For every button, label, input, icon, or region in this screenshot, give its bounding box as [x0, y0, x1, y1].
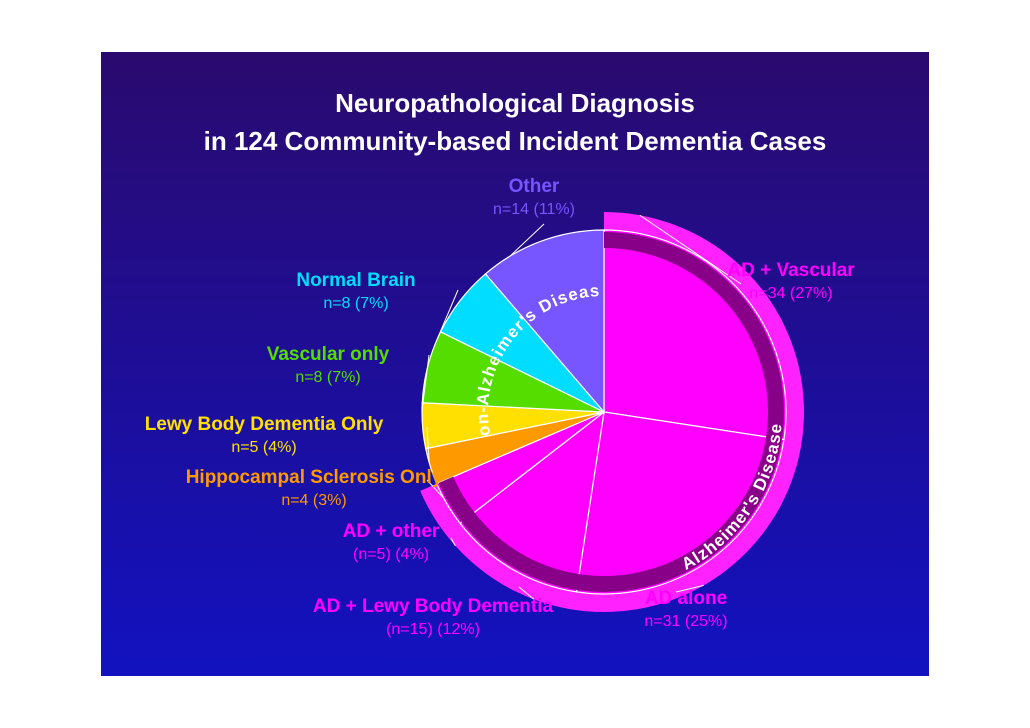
leader-line-ad-vascular [639, 214, 742, 285]
leader-lines [421, 214, 742, 600]
slice-count-lewy-body-dementia-only: n=5 (4%) [231, 439, 296, 456]
slice-label-ad-lewy-body-dementia: AD + Lewy Body Dementia [313, 596, 554, 617]
leader-line-other [509, 223, 545, 257]
leader-line-vascular-only [421, 354, 430, 411]
slice-count-ad-other: (n=5) (4%) [353, 546, 429, 563]
leader-line-ad-lewy-body-dementia [518, 586, 535, 600]
leader-line-hippocampal-sclerosis-only [426, 479, 444, 499]
slice-count-vascular-only: n=8 (7%) [295, 369, 360, 386]
leader-line-lewy-body-dementia-only [426, 426, 430, 463]
pie-slices [421, 229, 787, 595]
slice-labels: AD + Vascular n=34 (27%) AD alone n=31 (25%… [145, 176, 856, 638]
slice-label-lewy-body-dementia-only: Lewy Body Dementia Only [145, 414, 384, 435]
chart-title-line-1: Neuropathological Diagnosis [335, 88, 695, 118]
slide: Neuropathological Diagnosis in 124 Commu… [101, 52, 929, 676]
slice-count-ad-lewy-body-dementia: (n=15) (12%) [386, 621, 480, 638]
leader-line-ad-other [450, 537, 456, 546]
pie-slice-ad-vascular [603, 229, 787, 441]
slice-label-ad-vascular: AD + Vascular [727, 260, 855, 281]
leader-line-normal-brain [436, 289, 459, 341]
slice-count-other: n=14 (11%) [493, 201, 575, 218]
slice-label-other: Other [509, 176, 560, 197]
pie-chart: Neuropathological Diagnosis in 124 Commu… [101, 52, 929, 676]
chart-title-line-2: in 124 Community-based Incident Dementia… [204, 126, 827, 156]
slice-count-ad-alone: n=31 (25%) [644, 613, 727, 630]
slice-label-hippocampal-sclerosis-only: Hippocampal Sclerosis Only [186, 467, 443, 488]
slice-label-ad-other: AD + other [343, 521, 440, 542]
slice-count-normal-brain: n=8 (7%) [323, 295, 388, 312]
slice-label-ad-alone: AD alone [645, 588, 727, 609]
slice-label-vascular-only: Vascular only [267, 344, 390, 365]
pie-slice-ad-alone [575, 411, 785, 595]
leader-line-ad-alone [675, 584, 704, 593]
slice-count-hippocampal-sclerosis-only: n=4 (3%) [281, 492, 346, 509]
pie-slice-other [484, 229, 605, 414]
slice-label-normal-brain: Normal Brain [296, 270, 415, 291]
slice-count-ad-vascular: n=34 (27%) [749, 285, 832, 302]
